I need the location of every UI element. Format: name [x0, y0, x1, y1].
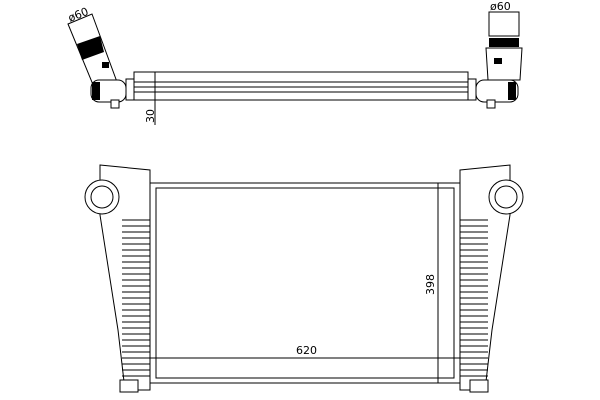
right-tank	[459, 164, 524, 393]
left-pipe-top	[67, 13, 127, 109]
right-pipe-diameter-label: ø60	[490, 0, 511, 13]
depth-dimension-label: 30	[144, 109, 157, 123]
left-tank	[84, 164, 151, 393]
core-tube-top	[125, 71, 477, 101]
height-dimension-label: 398	[424, 274, 437, 295]
width-dimension-label: 620	[296, 344, 317, 357]
top-view: ø60 ø60 30	[66, 0, 523, 125]
front-view: 620 398	[84, 164, 524, 393]
right-pipe-top	[475, 11, 523, 109]
